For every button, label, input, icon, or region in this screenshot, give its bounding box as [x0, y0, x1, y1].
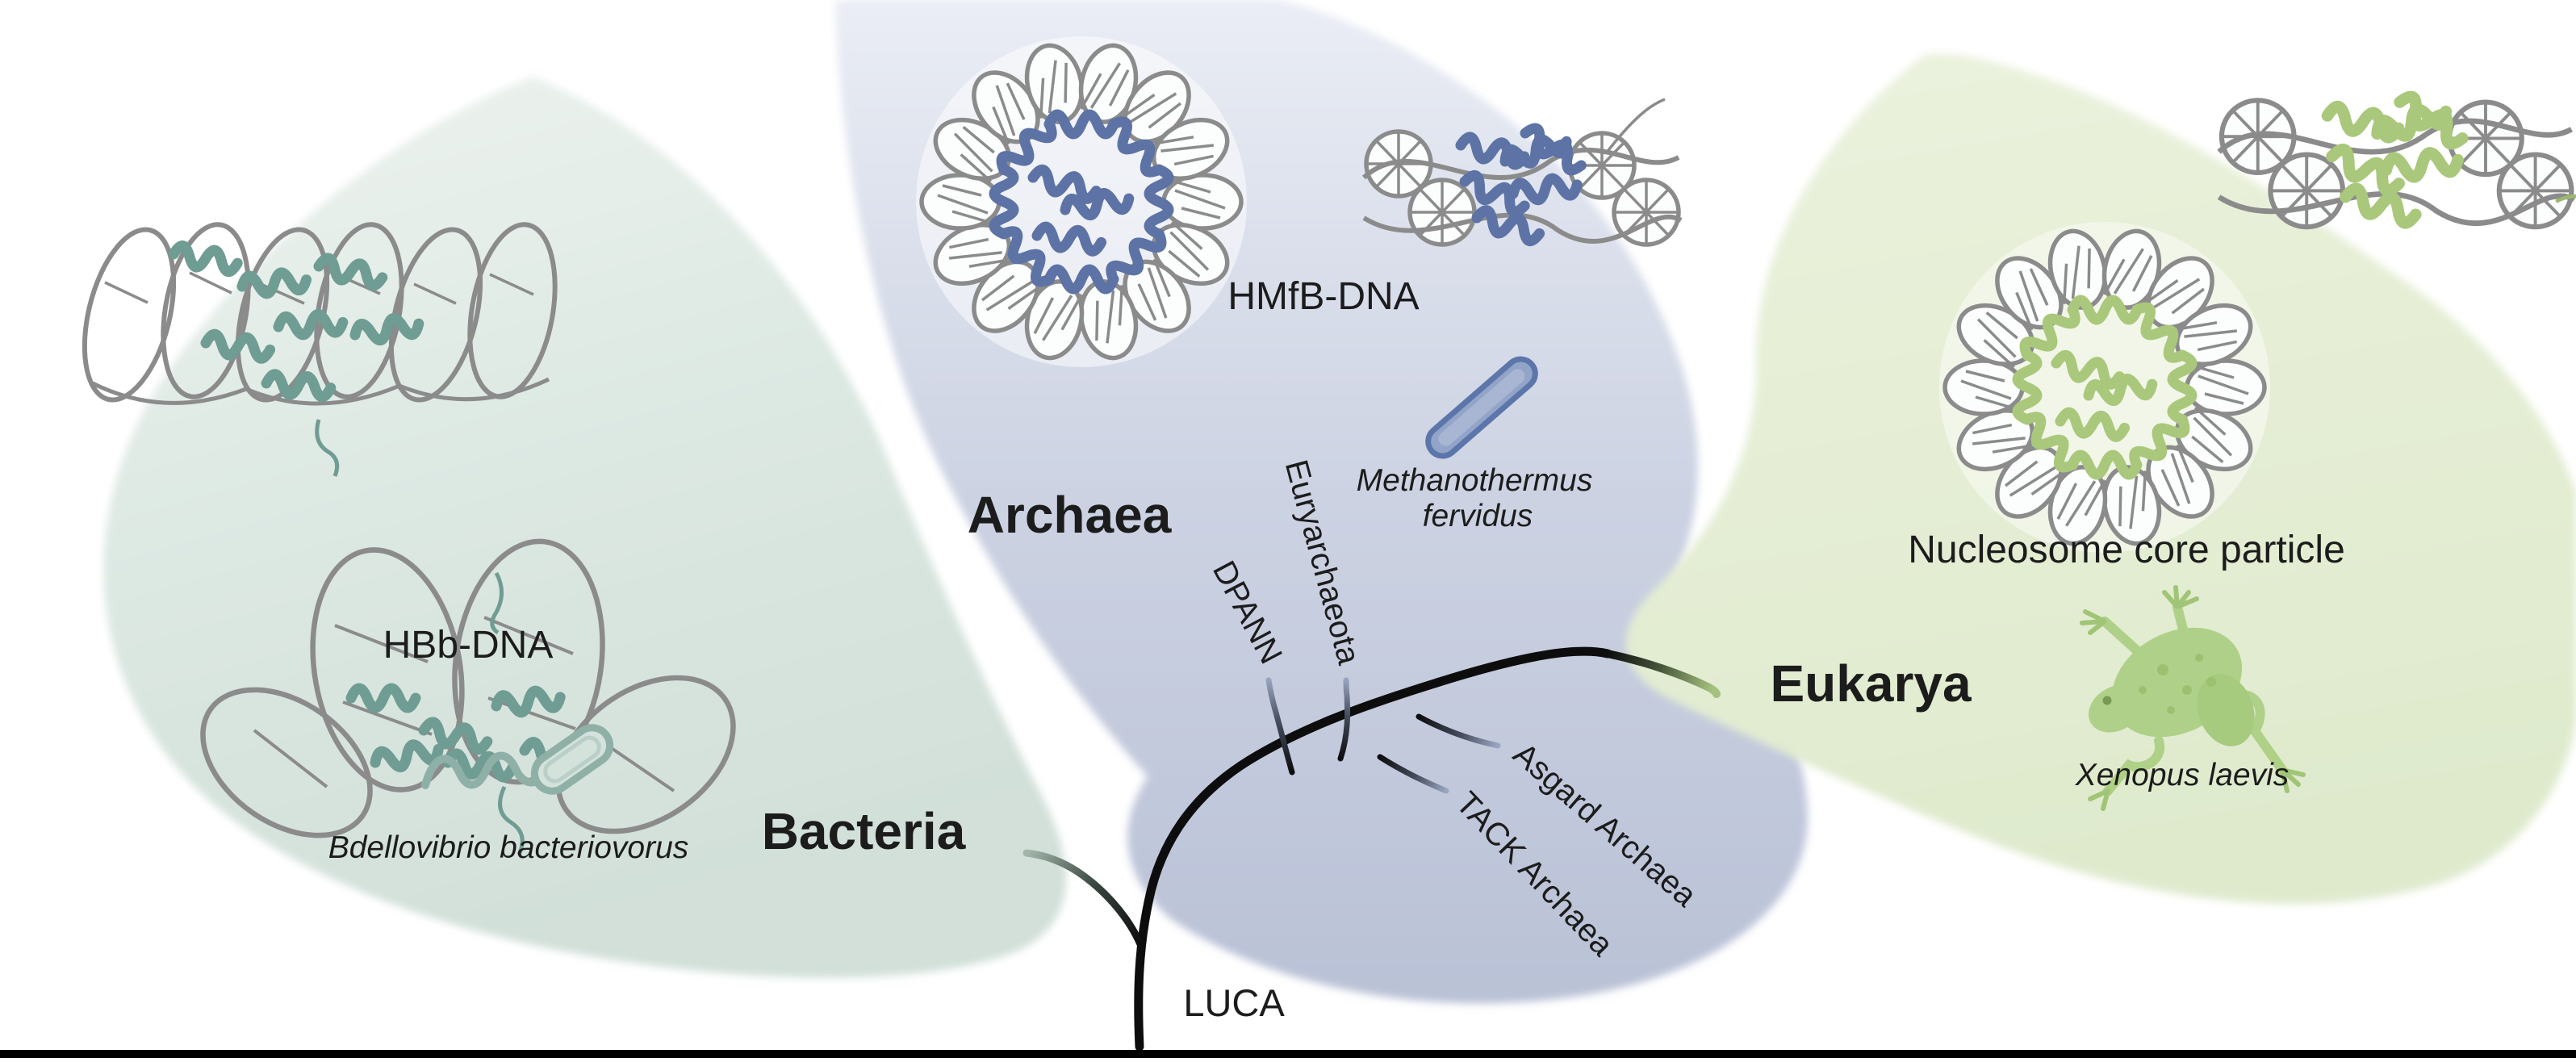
phylogenetic-tree: [1022, 646, 1721, 1052]
hbb-dna-crown-structure: [200, 538, 736, 856]
eukarya-structure-label: Nucleosome core particle: [1908, 529, 2345, 571]
archaea-organism-label-line1: Methanothermus: [1357, 463, 1593, 498]
hmfb-dna-side-structure: [1364, 98, 1681, 245]
archaea-domain-label: Archaea: [968, 486, 1172, 544]
bacteria-structure-label: HBb-DNA: [383, 624, 554, 667]
eukarya-branch: [1604, 650, 1721, 698]
luca-trunk: [1134, 646, 1612, 1052]
bacteria-organism-label: Bdellovibrio bacteriovorus: [328, 830, 689, 865]
hmfb-dna-ring-structure: [916, 36, 1247, 367]
euryarchaeota-branch: [1337, 677, 1351, 762]
archaea-organism-label-line2: fervidus: [1423, 499, 1533, 533]
bdellovibrio-cell-drawing: [421, 724, 614, 795]
bacteria-branch: [1022, 849, 1144, 948]
hbb-dna-side-structure: [82, 222, 558, 477]
tack-branch: [1377, 754, 1449, 794]
archaea-structure-label: HMfB-DNA: [1227, 275, 1419, 318]
bacteria-domain-label: Bacteria: [762, 802, 966, 860]
nucleosome-ring-structure: [1939, 222, 2270, 553]
xenopus-frog-drawing: [2080, 585, 2306, 811]
eukarya-domain-label: Eukarya: [1770, 654, 1971, 713]
nucleosome-side-structure: [2219, 93, 2576, 227]
luca-root-label: LUCA: [1183, 981, 1285, 1024]
figure-bottom-rule: [0, 1050, 2576, 1058]
flagellum: [421, 751, 545, 789]
asgard-branch: [1416, 713, 1501, 749]
methanothermus-rod-drawing: [1425, 356, 1538, 459]
dpann-branch: [1265, 677, 1295, 776]
eukarya-organism-label: Xenopus laevis: [2075, 758, 2290, 792]
